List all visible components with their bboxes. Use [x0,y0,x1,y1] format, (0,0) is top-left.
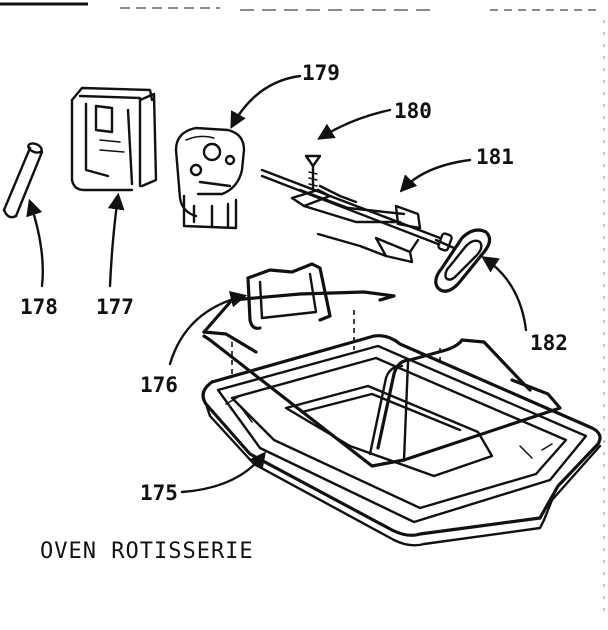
part-182-handle [434,228,492,293]
part-180-screw [304,154,322,190]
leader-180 [317,108,392,140]
leader-181 [399,158,472,193]
callout-178: 178 [20,295,58,319]
callout-176: 176 [140,373,178,397]
part-181-spit [260,168,442,264]
part-178-rod [2,142,44,219]
leader-179 [230,74,302,129]
leader-177 [107,192,125,288]
callout-177: 177 [96,295,134,319]
part-179-motor [174,126,246,230]
diagram-title: OVEN ROTISSERIE [40,539,254,564]
part-177-bracket [70,86,158,192]
leader-176 [168,290,248,366]
callout-182: 182 [530,331,568,355]
callout-180: 180 [394,99,432,123]
leader-178 [26,198,44,288]
leader-175 [180,451,267,494]
scan-edge-marks [0,2,605,620]
callout-179: 179 [302,61,340,85]
callout-181: 181 [476,145,514,169]
part-175-pan [201,334,602,547]
part-176-rack [202,262,562,468]
callout-175: 175 [140,481,178,505]
leader-182 [481,256,528,332]
leader-lines [26,74,528,494]
